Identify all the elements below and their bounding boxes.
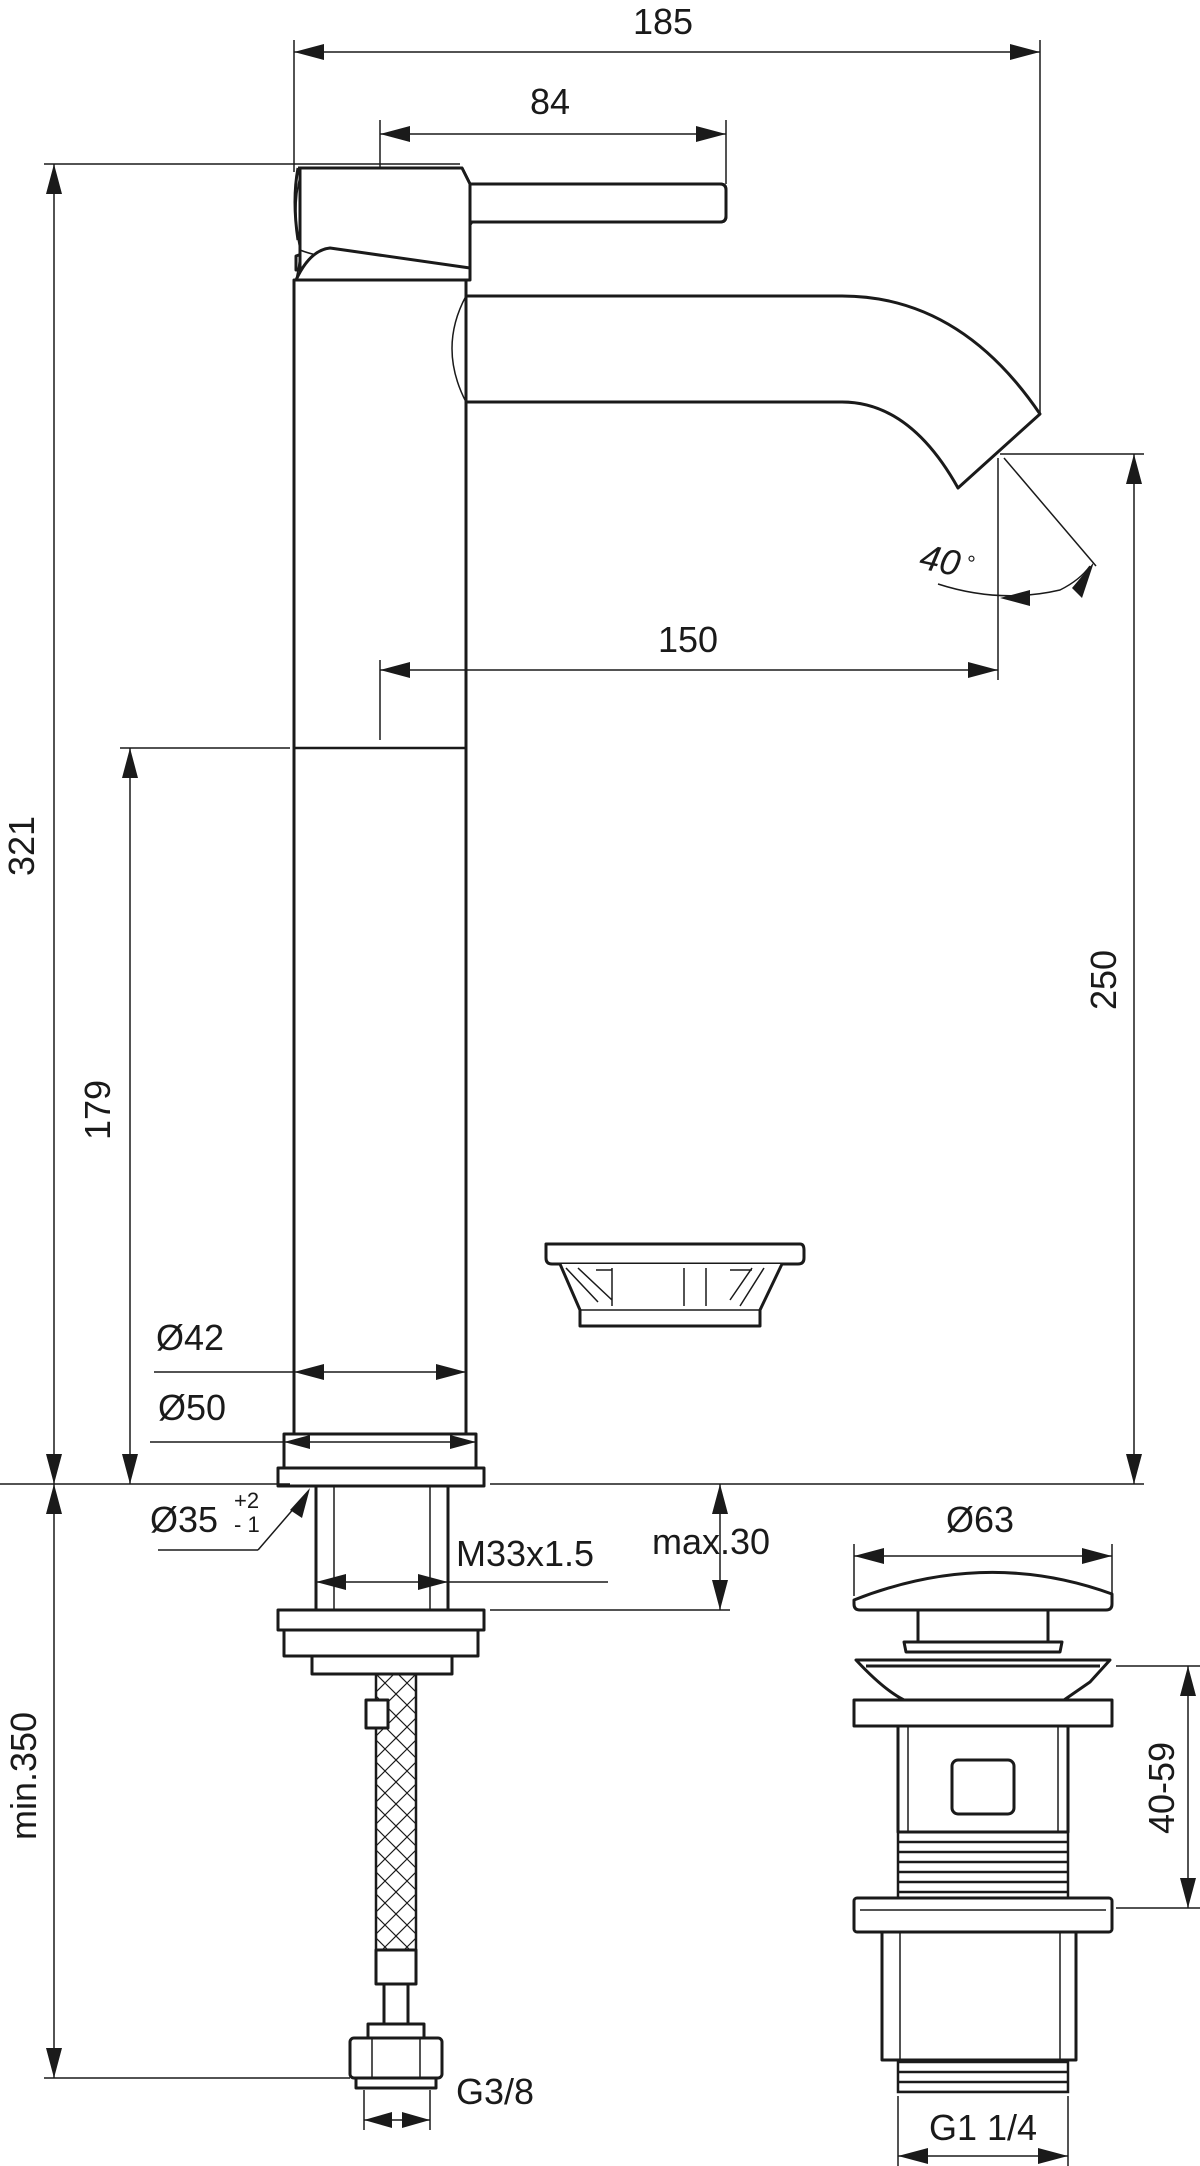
dim-total-width: 185 — [633, 1, 693, 42]
dim-waste-range: 40-59 — [1141, 1742, 1182, 1834]
dim-hose-connection: G3/8 — [456, 2071, 534, 2112]
faucet-body — [292, 278, 468, 1436]
waste-slot — [950, 1758, 1016, 1816]
waste-tail — [880, 1930, 1078, 2062]
dim-spout-angle: 40 ° — [916, 536, 978, 584]
dim-body-diameter: Ø42 — [156, 1317, 224, 1358]
dim-hole-tol-minus: - 1 — [234, 1512, 260, 1537]
dim-waste-cap: Ø63 — [946, 1499, 1014, 1540]
waste-clip — [544, 1242, 806, 1328]
dim-hole-diameter: Ø35 — [150, 1499, 218, 1540]
dim-hole-tol-plus: +2 — [234, 1488, 259, 1513]
faucet-base-ring — [282, 1432, 478, 1470]
faucet-drawing — [276, 166, 1042, 2090]
dim-min-hose: min.350 — [3, 1712, 44, 1840]
waste-locknut — [852, 1896, 1114, 1934]
waste-flange — [852, 1698, 1114, 1728]
dim-total-height: 321 — [1, 816, 42, 876]
dim-lower-body-height: 179 — [77, 1080, 118, 1140]
waste-thread — [896, 1830, 1070, 1900]
mounting-shank — [314, 1484, 450, 1612]
waste-drawing — [852, 1570, 1114, 2094]
fixing-nut — [276, 1608, 486, 1632]
dim-spout-angle-value: 40 — [916, 536, 964, 584]
faucet-spout — [464, 294, 1042, 490]
dimension-lines — [0, 40, 1200, 2166]
dim-spout-angle-unit: ° — [964, 550, 978, 576]
dim-spout-reach: 150 — [658, 619, 718, 660]
dim-waste-thread: G1 1/4 — [929, 2107, 1037, 2148]
dim-spout-height: 250 — [1083, 950, 1124, 1010]
dim-lever-reach: 84 — [530, 81, 570, 122]
waste-cap — [852, 1570, 1114, 1612]
dimension-labels: 185 84 321 179 150 250 40 ° Ø42 Ø50 Ø35 … — [1, 1, 1182, 2148]
dim-thread-size: M33x1.5 — [456, 1533, 594, 1574]
dim-base-diameter: Ø50 — [158, 1387, 226, 1428]
hose-connector-nut — [348, 2036, 444, 2080]
dim-max-deck: max.30 — [652, 1521, 770, 1562]
